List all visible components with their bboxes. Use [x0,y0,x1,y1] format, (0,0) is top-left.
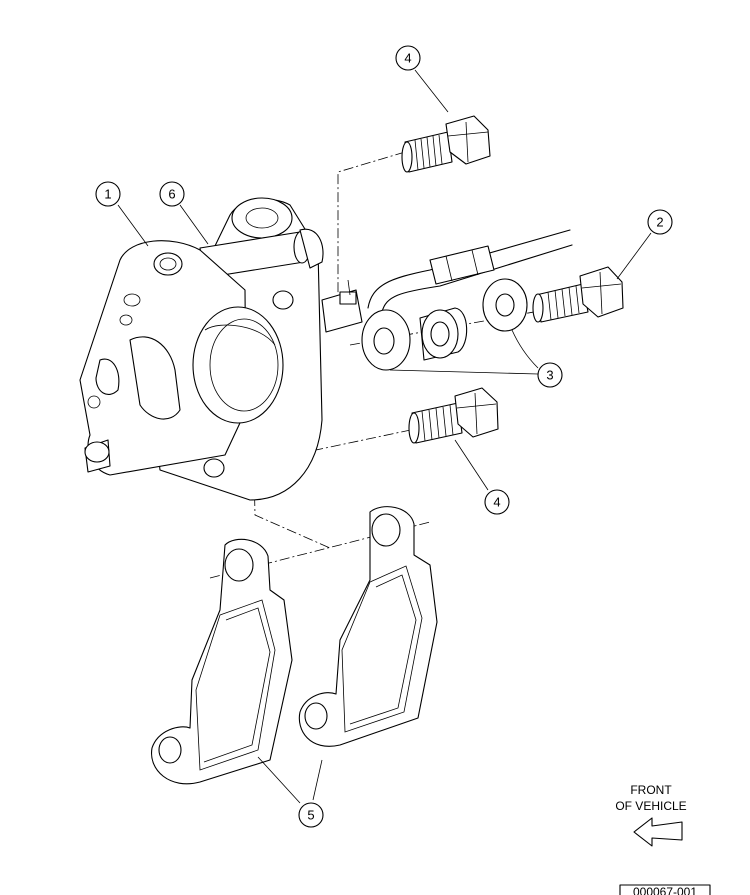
svg-text:4: 4 [493,495,500,510]
callout-1: 1 [95,181,121,207]
front-label: FRONT [630,783,672,797]
brake-pad-left [151,538,293,785]
callout-3: 3 [537,362,563,388]
svg-text:3: 3 [546,368,553,383]
svg-text:1: 1 [104,187,111,202]
bolt-upper [401,115,491,173]
svg-text:000067-001: 000067-001 [633,885,697,895]
sealing-washers [361,278,528,371]
brake-pad-right [298,506,438,747]
left-arrow-icon [633,817,683,847]
callout-5: 5 [298,802,324,828]
front-of-vehicle-indicator: FRONT OF VEHICLE [615,783,687,847]
svg-text:6: 6 [168,187,175,202]
callout-6: 6 [159,181,185,207]
callout-4-upper: 4 [395,45,421,71]
callout-2: 2 [647,209,673,235]
svg-text:2: 2 [656,215,663,230]
leader-lines [117,69,652,804]
svg-text:5: 5 [307,808,314,823]
bolt-lower [408,387,499,444]
banjo-bolt [532,266,624,323]
caliper-assembly [79,197,363,501]
drawing-number: 000067-001 [619,884,711,895]
callout-4-lower: 4 [484,489,510,515]
brake-line-hose [367,229,573,313]
of-vehicle-label: OF VEHICLE [615,799,686,813]
svg-text:4: 4 [404,51,411,66]
